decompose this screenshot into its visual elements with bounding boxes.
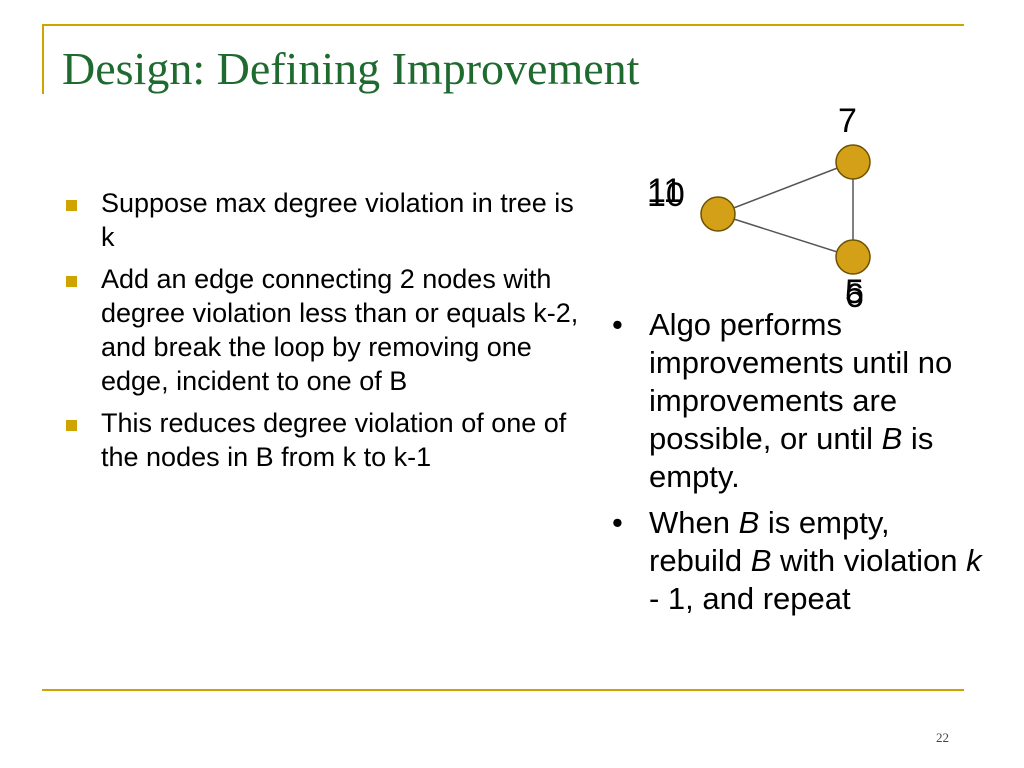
square-bullet-icon — [66, 200, 77, 211]
node-label-left-b: 10 — [647, 176, 685, 214]
graph-node-bottom — [835, 239, 871, 275]
right-bullet-text: When B is empty, rebuild B with violatio… — [649, 505, 982, 616]
right-bullet-item: • When B is empty, rebuild B with violat… — [608, 504, 988, 618]
left-bullet-text: Add an edge connecting 2 nodes with degr… — [101, 264, 579, 396]
right-bullet-text: Algo performs improvements until no impr… — [649, 307, 952, 494]
left-bullet-list: Suppose max degree violation in tree is … — [62, 186, 592, 482]
left-bullet-item: This reduces degree violation of one of … — [62, 406, 592, 474]
slide-title: Design: Defining Improvement — [62, 43, 640, 94]
square-bullet-icon — [66, 276, 77, 287]
text-segment: is empty, rebuild — [649, 505, 890, 578]
frame-left-line — [42, 24, 44, 94]
left-bullet-item: Suppose max degree violation in tree is … — [62, 186, 592, 254]
text-segment: When — [649, 505, 739, 540]
text-segment: - 1, and repeat — [649, 581, 851, 616]
right-bullet-list: • Algo performs improvements until no im… — [608, 306, 988, 626]
text-segment: with violation — [771, 543, 967, 578]
graph-node-left — [700, 196, 736, 232]
right-bullet-item: • Algo performs improvements until no im… — [608, 306, 988, 496]
text-segment: Algo performs improvements until no impr… — [649, 307, 953, 456]
slide-number: 22 — [936, 730, 949, 745]
italic-text-segment: B — [881, 421, 903, 456]
left-bullet-text: This reduces degree violation of one of … — [101, 408, 567, 472]
graph-edge — [717, 161, 854, 215]
round-bullet-icon: • — [612, 505, 623, 540]
frame-bottom-line — [42, 689, 964, 691]
italic-text-segment: B — [738, 505, 760, 540]
italic-text-segment: B — [750, 543, 772, 578]
italic-text-segment: k — [966, 543, 982, 578]
graph-node-top — [835, 144, 871, 180]
left-bullet-item: Add an edge connecting 2 nodes with degr… — [62, 262, 592, 398]
round-bullet-icon: • — [612, 307, 623, 342]
node-label-left-a: 11 — [647, 172, 682, 210]
graph-edge — [717, 213, 854, 258]
node-label-bottom-b: 6 — [845, 277, 864, 315]
node-label-bottom-a: 5 — [845, 273, 864, 311]
frame-top-line — [42, 24, 964, 26]
node-label-top: 7 — [838, 102, 857, 140]
left-bullet-text: Suppose max degree violation in tree is … — [101, 188, 574, 252]
square-bullet-icon — [66, 420, 77, 431]
text-segment: is empty. — [649, 421, 934, 494]
